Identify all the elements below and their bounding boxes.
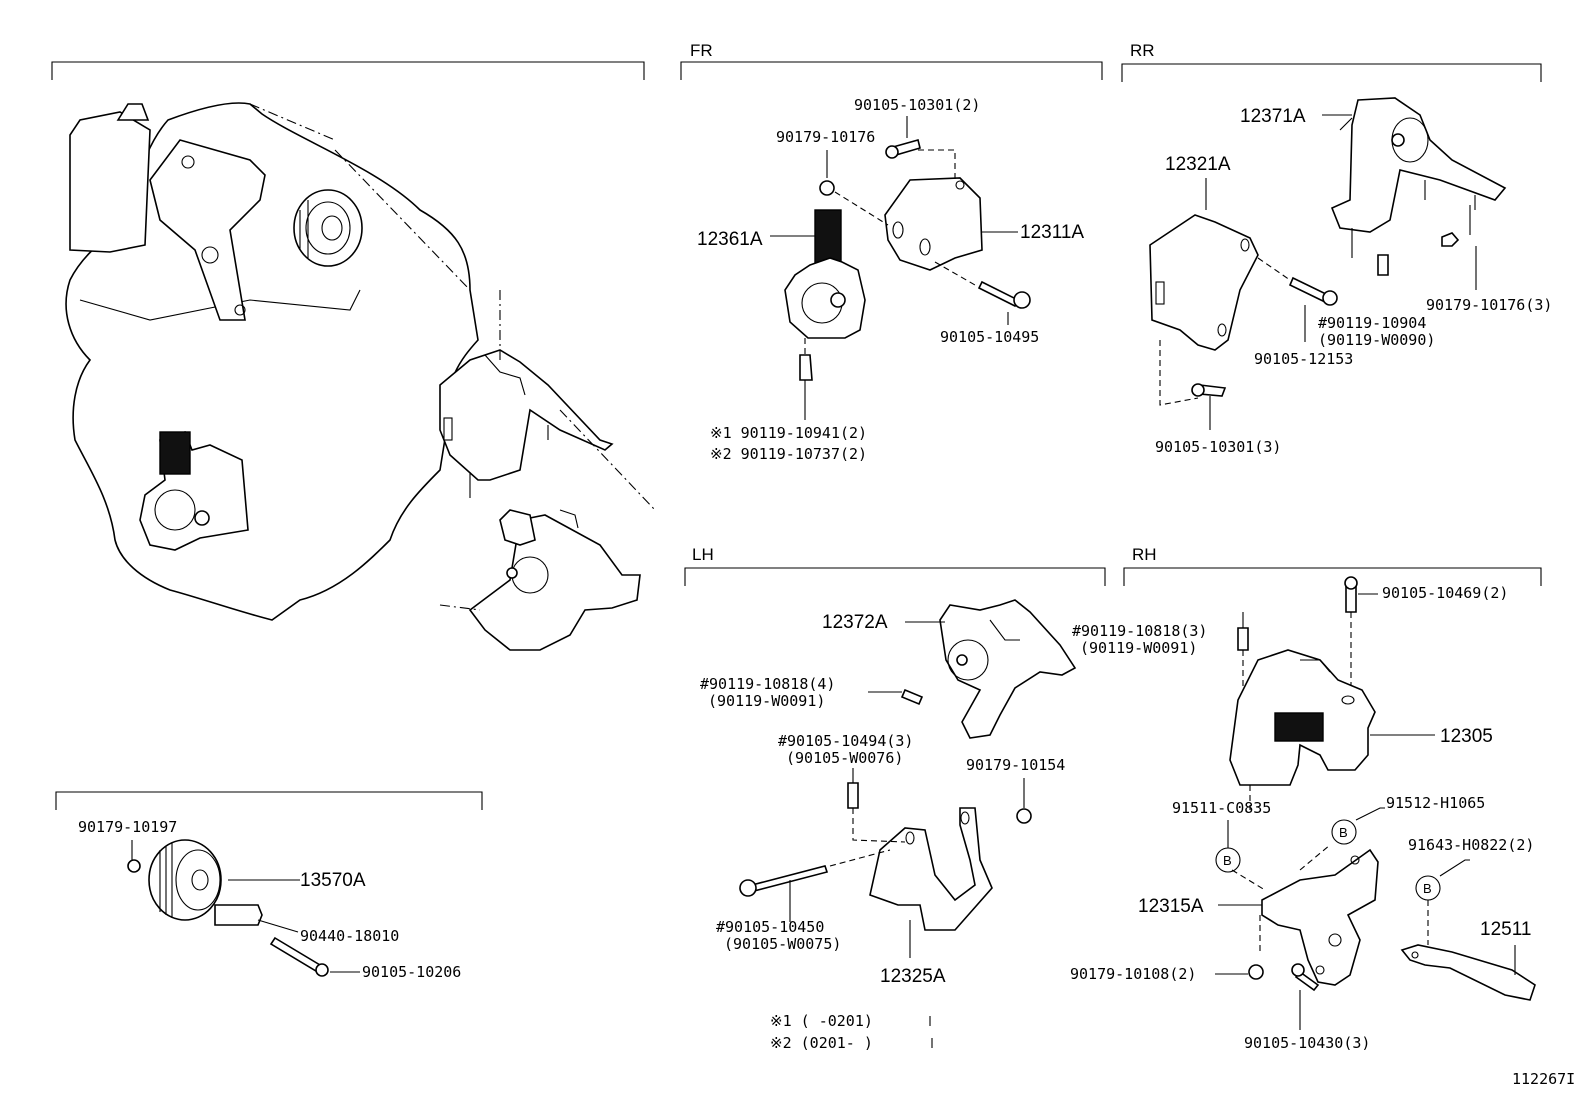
label-90119-w0090: (90119-W0090) <box>1318 331 1435 349</box>
label-90105-10469-2: 90105-10469(2) <box>1382 584 1508 602</box>
label-12371a: 12371A <box>1240 106 1306 127</box>
label-note2-part: ※2 90119-10737(2) <box>710 445 867 463</box>
circle-b-3: B <box>1423 881 1432 896</box>
label-90179-10108-2: 90179-10108(2) <box>1070 965 1196 983</box>
section-title-rr: RR <box>1130 41 1155 60</box>
footnote-1: ※1 ( -0201) <box>770 1012 873 1030</box>
label-90105-10301-3: 90105-10301(3) <box>1155 438 1281 456</box>
label-12321a: 12321A <box>1165 154 1231 175</box>
label-91643-h0822-2: 91643-H0822(2) <box>1408 836 1534 854</box>
label-90105-w0076: (90105-W0076) <box>786 749 903 767</box>
label-12511: 12511 <box>1480 919 1531 940</box>
circle-b-1: B <box>1223 853 1232 868</box>
label-12305: 12305 <box>1440 726 1493 747</box>
footnote-2: ※2 (0201- ) <box>770 1034 873 1052</box>
section-title-fr: FR <box>690 41 713 60</box>
rr-assembly <box>1149 97 1507 430</box>
fr-assembly <box>770 116 1031 420</box>
label-90105-12153: 90105-12153 <box>1254 350 1353 368</box>
label-91511-c0835: 91511-C0835 <box>1172 799 1271 817</box>
label-90105-10494-3: #90105-10494(3) <box>778 732 913 750</box>
section-title-lh: LH <box>692 545 714 564</box>
section-title-rh: RH <box>1132 545 1157 564</box>
label-90440-18010: 90440-18010 <box>300 927 399 945</box>
section-brackets <box>51 61 1542 810</box>
label-12315a: 12315A <box>1138 896 1204 917</box>
label-90179-10197: 90179-10197 <box>78 818 177 836</box>
engine-overview <box>65 102 656 651</box>
label-12372a: 12372A <box>822 612 888 633</box>
label-90105-10301-2: 90105-10301(2) <box>854 96 980 114</box>
label-90119-10818-4: #90119-10818(4) <box>700 675 835 693</box>
label-90119-10818-3: #90119-10818(3) <box>1072 622 1207 640</box>
lh-assembly <box>739 599 1077 958</box>
label-13570a: 13570A <box>300 870 366 891</box>
label-90119-10904: #90119-10904 <box>1318 314 1426 332</box>
rh-assembly: B B B <box>1215 576 1536 1030</box>
idler-pulley-assembly <box>127 839 360 977</box>
label-90179-10176-3: 90179-10176(3) <box>1426 296 1552 314</box>
label-90105-10430-3: 90105-10430(3) <box>1244 1034 1370 1052</box>
label-12311a: 12311A <box>1020 222 1084 243</box>
label-12325a: 12325A <box>880 966 946 987</box>
label-note1-part: ※1 90119-10941(2) <box>710 424 867 442</box>
label-91512-h1065: 91512-H1065 <box>1386 794 1485 812</box>
label-90179-10176: 90179-10176 <box>776 128 875 146</box>
label-12361a: 12361A <box>697 229 763 250</box>
label-90105-10206: 90105-10206 <box>362 963 461 981</box>
label-90119-w0091-b: (90119-W0091) <box>1080 639 1197 657</box>
label-90105-10450: #90105-10450 <box>716 918 824 936</box>
label-90119-w0091-a: (90119-W0091) <box>708 692 825 710</box>
label-90105-w0075: (90105-W0075) <box>724 935 841 953</box>
label-90179-10154: 90179-10154 <box>966 756 1065 774</box>
circle-b-2: B <box>1339 825 1348 840</box>
label-90105-10495: 90105-10495 <box>940 328 1039 346</box>
figure-id: 112267I <box>1512 1070 1575 1088</box>
